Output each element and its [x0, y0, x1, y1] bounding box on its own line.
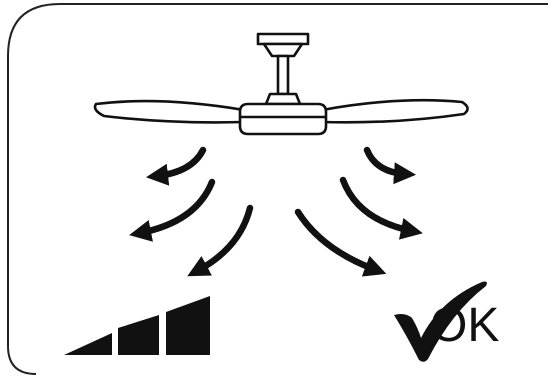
airflow-arrow-icon: [140, 182, 212, 233]
airflow-arrows-right: [298, 150, 412, 270]
speed-level-icon: [64, 296, 210, 355]
airflow-arrow-icon: [367, 150, 405, 174]
speed-bar-1: [64, 333, 112, 355]
ok-label: OK: [430, 302, 499, 350]
airflow-arrow-icon: [298, 212, 376, 270]
ceiling-fan-icon: [95, 34, 468, 134]
airflow-arrow-icon: [157, 150, 203, 176]
airflow-arrow-icon: [197, 208, 250, 271]
speed-bar-3: [166, 296, 210, 355]
speed-bar-2: [118, 315, 159, 355]
airflow-arrows-left: [140, 150, 250, 271]
airflow-arrow-icon: [343, 180, 412, 231]
